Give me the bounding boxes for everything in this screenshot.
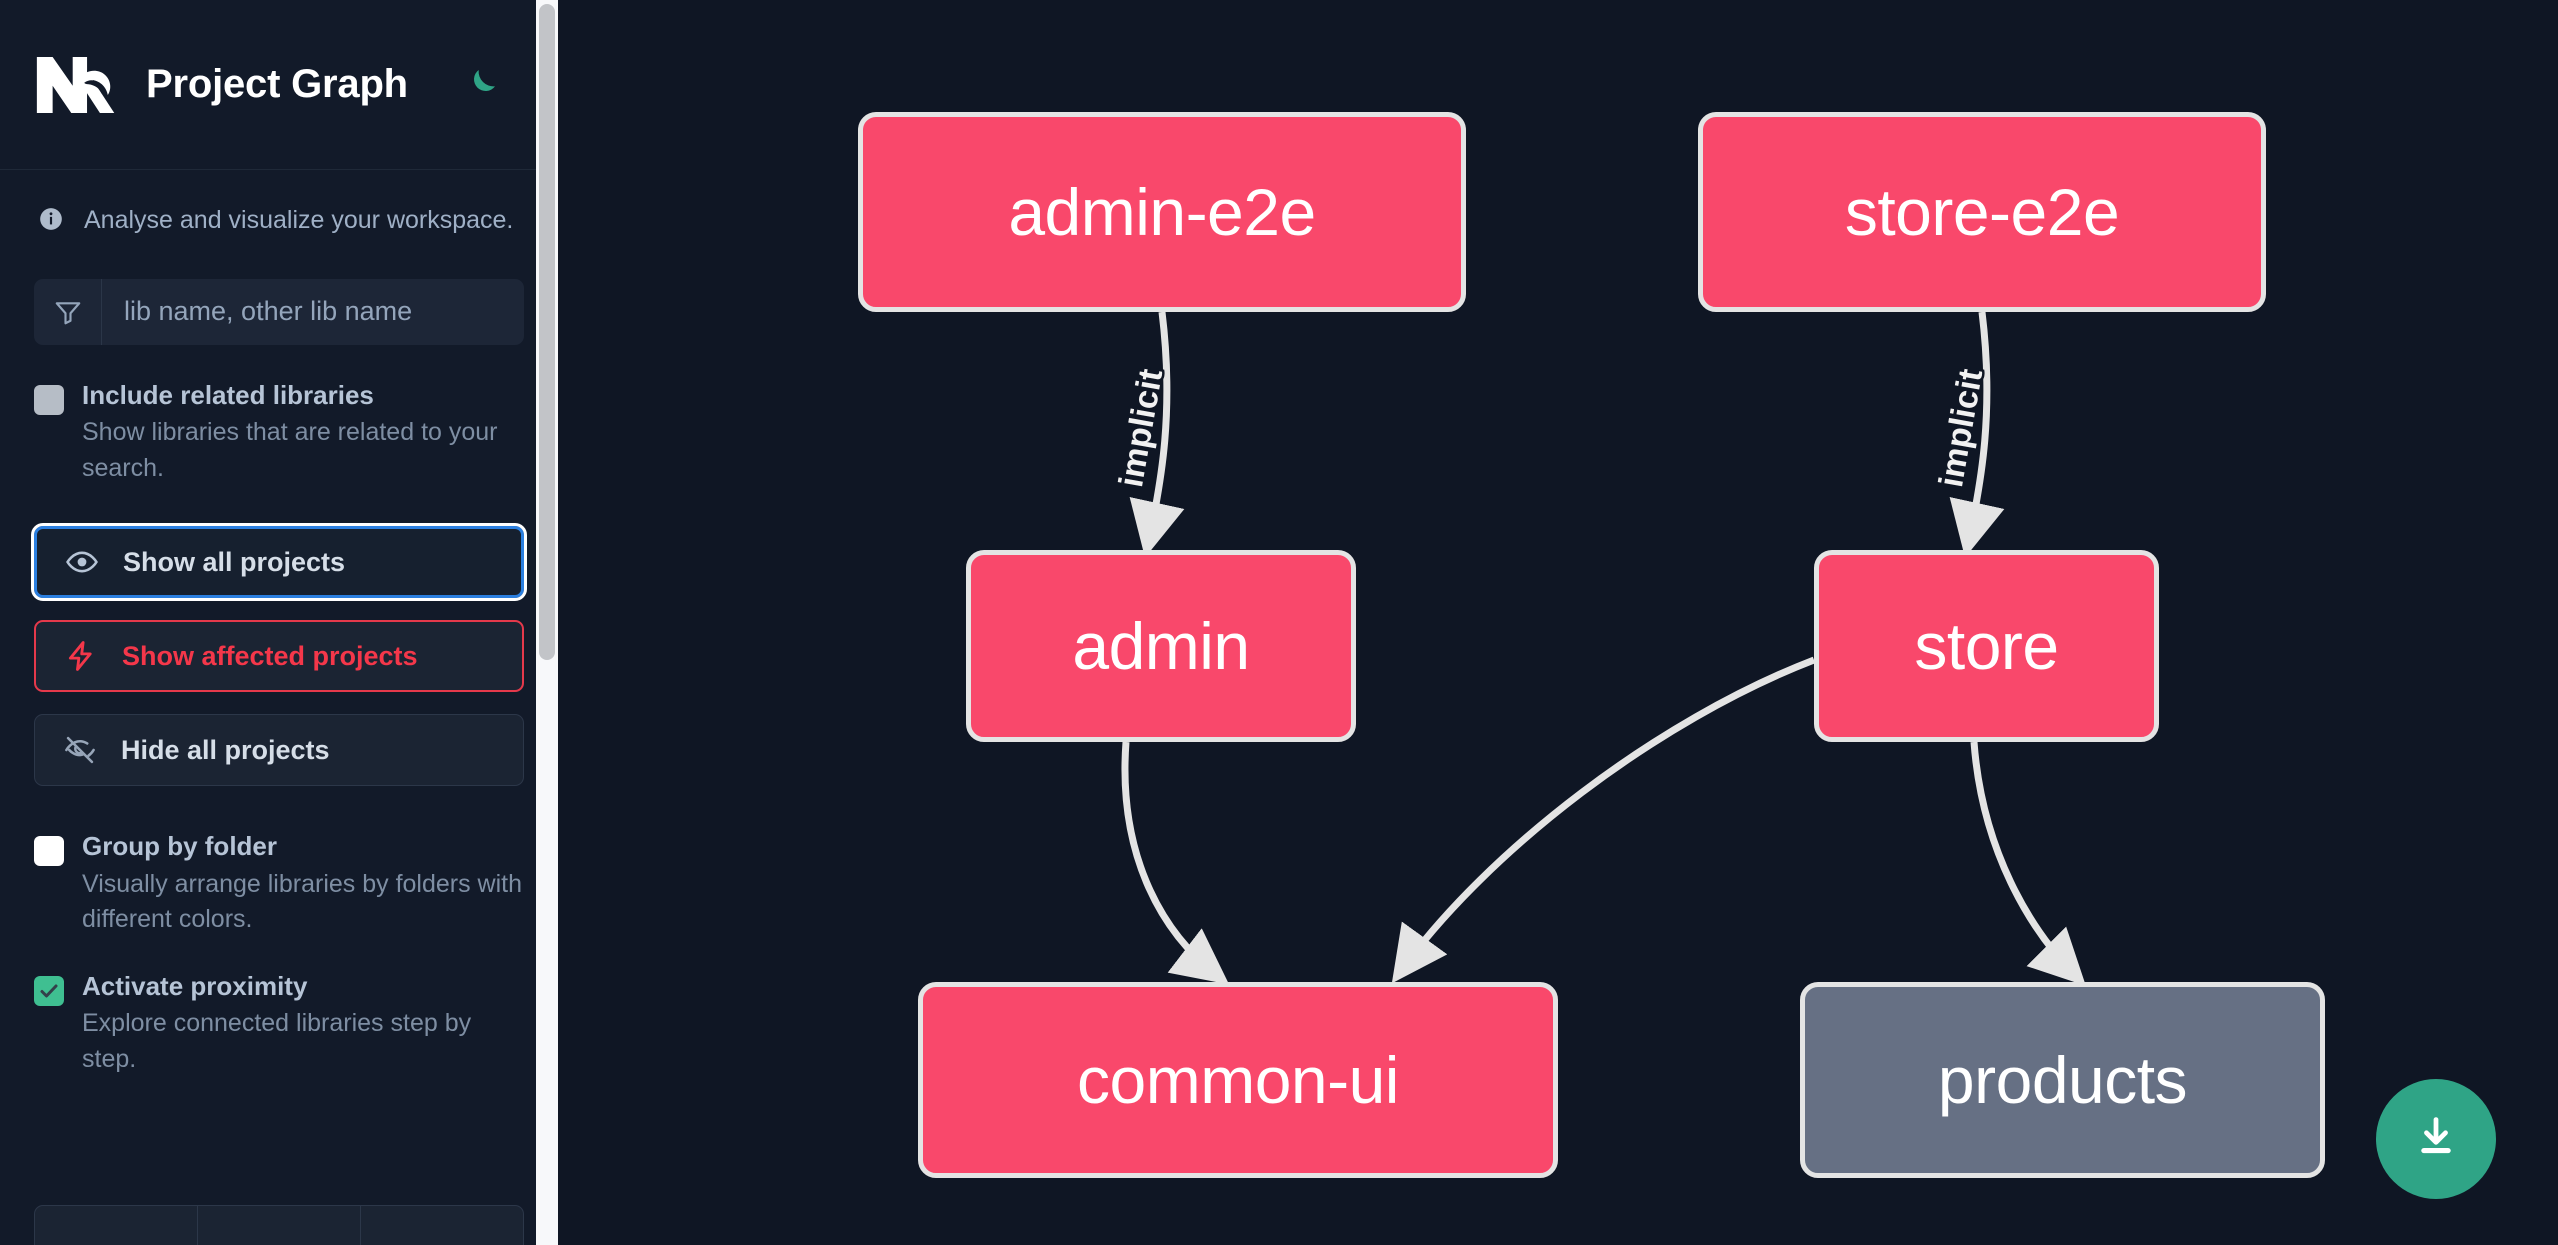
sidebar-header: Project Graph — [0, 0, 558, 170]
graph-node-store-e2e[interactable]: store-e2e — [1698, 112, 2266, 312]
edge-admin-e2e-to-admin — [1129, 311, 1185, 558]
graph-node-admin-e2e[interactable]: admin-e2e — [858, 112, 1466, 312]
edge-store-to-common-ui — [1391, 656, 1816, 984]
project-visibility-buttons: Show all projects Show affected projects — [31, 523, 527, 786]
graph-node-label: products — [1937, 1043, 2188, 1117]
graph-node-admin[interactable]: admin — [966, 550, 1356, 742]
show-all-projects-label: Show all projects — [123, 546, 346, 577]
include-related-libraries-description: Show libraries that are related to your … — [82, 418, 498, 482]
graph-node-label: common-ui — [1077, 1043, 1399, 1117]
activate-proximity-checkbox[interactable] — [34, 975, 64, 1006]
activate-proximity-label: Activate proximity — [82, 970, 308, 1001]
search-field[interactable] — [34, 278, 524, 345]
edge-store-e2e-to-store — [1949, 311, 2005, 558]
graph-canvas[interactable]: implicit implicit admin-e2e store-e2e ad… — [558, 0, 2558, 1245]
option-include-related-libraries[interactable]: Include related libraries Show libraries… — [0, 379, 558, 487]
option-activate-proximity[interactable]: Activate proximity Explore connected lib… — [0, 970, 558, 1078]
segment-1[interactable] — [35, 1206, 198, 1245]
moon-icon[interactable] — [458, 63, 502, 107]
show-affected-projects-button[interactable]: Show affected projects — [34, 620, 524, 692]
info-circle-icon — [38, 206, 64, 232]
graph-node-label: admin — [1072, 609, 1250, 683]
eye-icon — [63, 543, 101, 581]
activate-proximity-description: Explore connected libraries step by step… — [82, 1009, 472, 1073]
sidebar: Project Graph Analyse and visualize your… — [0, 0, 558, 1245]
include-related-libraries-label: Include related libraries — [82, 379, 374, 410]
download-icon — [2410, 1112, 2462, 1167]
download-graph-button[interactable] — [2376, 1079, 2496, 1199]
include-related-libraries-checkbox[interactable] — [34, 384, 64, 415]
graph-edges: implicit implicit — [1110, 311, 2086, 986]
hide-all-projects-button[interactable]: Hide all projects — [34, 714, 524, 786]
sidebar-scrollbar-track[interactable] — [536, 0, 558, 1245]
lightning-bolt-icon — [62, 637, 100, 675]
filter-funnel-icon — [34, 278, 102, 345]
segmented-control-partial[interactable] — [34, 1205, 524, 1245]
segment-2[interactable] — [198, 1206, 361, 1245]
group-by-folder-checkbox[interactable] — [34, 836, 64, 866]
graph-node-label: admin-e2e — [1008, 175, 1316, 249]
option-group-by-folder[interactable]: Group by folder Visually arrange librari… — [0, 830, 558, 938]
graph-node-label: store-e2e — [1844, 175, 2120, 249]
search-input[interactable] — [102, 278, 524, 345]
hide-all-projects-label: Hide all projects — [121, 734, 330, 765]
edge-store-to-products — [1970, 741, 2086, 986]
workspace-info: Analyse and visualize your workspace. — [0, 170, 558, 237]
show-affected-projects-label: Show affected projects — [122, 640, 418, 671]
workspace-info-text: Analyse and visualize your workspace. — [84, 206, 514, 234]
page-title: Project Graph — [146, 62, 408, 106]
graph-node-label: store — [1914, 609, 2059, 683]
graph-node-products[interactable]: products — [1800, 982, 2325, 1178]
graph-node-common-ui[interactable]: common-ui — [918, 982, 1558, 1178]
segment-3[interactable] — [361, 1206, 523, 1245]
group-by-folder-description: Visually arrange libraries by folders wi… — [82, 869, 523, 934]
sidebar-scrollbar-thumb[interactable] — [539, 4, 555, 660]
eye-off-icon — [61, 731, 99, 769]
group-by-folder-label: Group by folder — [82, 831, 277, 861]
graph-node-store[interactable]: store — [1814, 550, 2159, 742]
show-all-projects-button[interactable]: Show all projects — [31, 523, 527, 601]
nx-logo-icon — [34, 54, 120, 116]
edge-admin-to-common-ui — [1121, 741, 1230, 985]
